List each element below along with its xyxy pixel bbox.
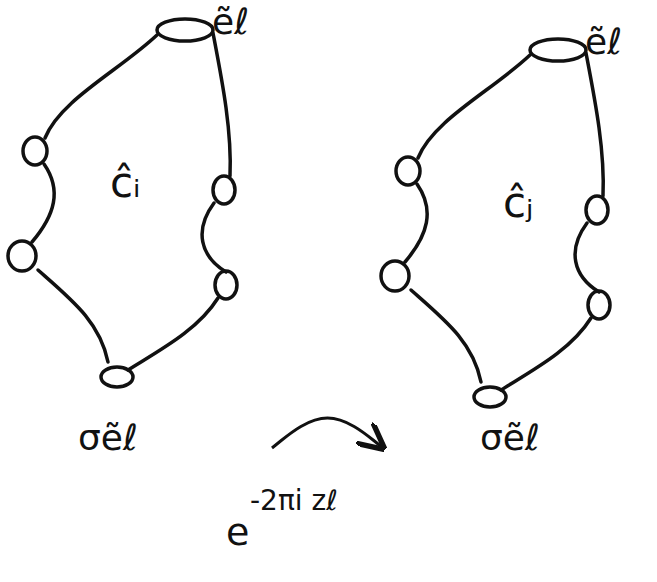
surface-outline (0, 0, 268, 475)
boundary-label: ẽℓ (585, 22, 622, 62)
boundary-label: ẽℓ (212, 2, 249, 42)
map-exponent: -2πi zℓ (250, 486, 338, 517)
surface-node: ẽℓ ĉⱼ σẽℓ (385, 0, 647, 475)
center-symbol: ĉᵢ (110, 160, 141, 206)
surface-node: ẽℓ ĉᵢ σẽℓ (0, 0, 268, 475)
map-arrow (272, 418, 383, 448)
boundary-label: σẽℓ (78, 418, 138, 458)
boundary-label: σẽℓ (480, 418, 540, 458)
map-base: e (226, 512, 249, 554)
surface-outline (385, 0, 647, 475)
center-symbol: ĉⱼ (503, 180, 533, 226)
